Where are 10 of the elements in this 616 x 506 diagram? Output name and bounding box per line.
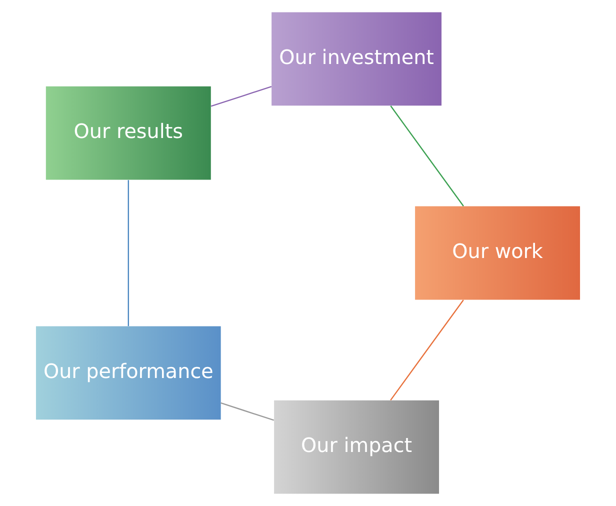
node-box: Our investment <box>272 12 442 106</box>
node-box: Our work <box>415 206 580 300</box>
connector <box>210 86 272 107</box>
node-box: Our impact <box>274 400 440 494</box>
connector <box>220 402 274 421</box>
node-box: Our performance <box>36 326 221 420</box>
connector <box>390 300 464 401</box>
connector <box>128 180 129 326</box>
node-box: Our results <box>46 86 211 180</box>
connector <box>390 106 464 206</box>
